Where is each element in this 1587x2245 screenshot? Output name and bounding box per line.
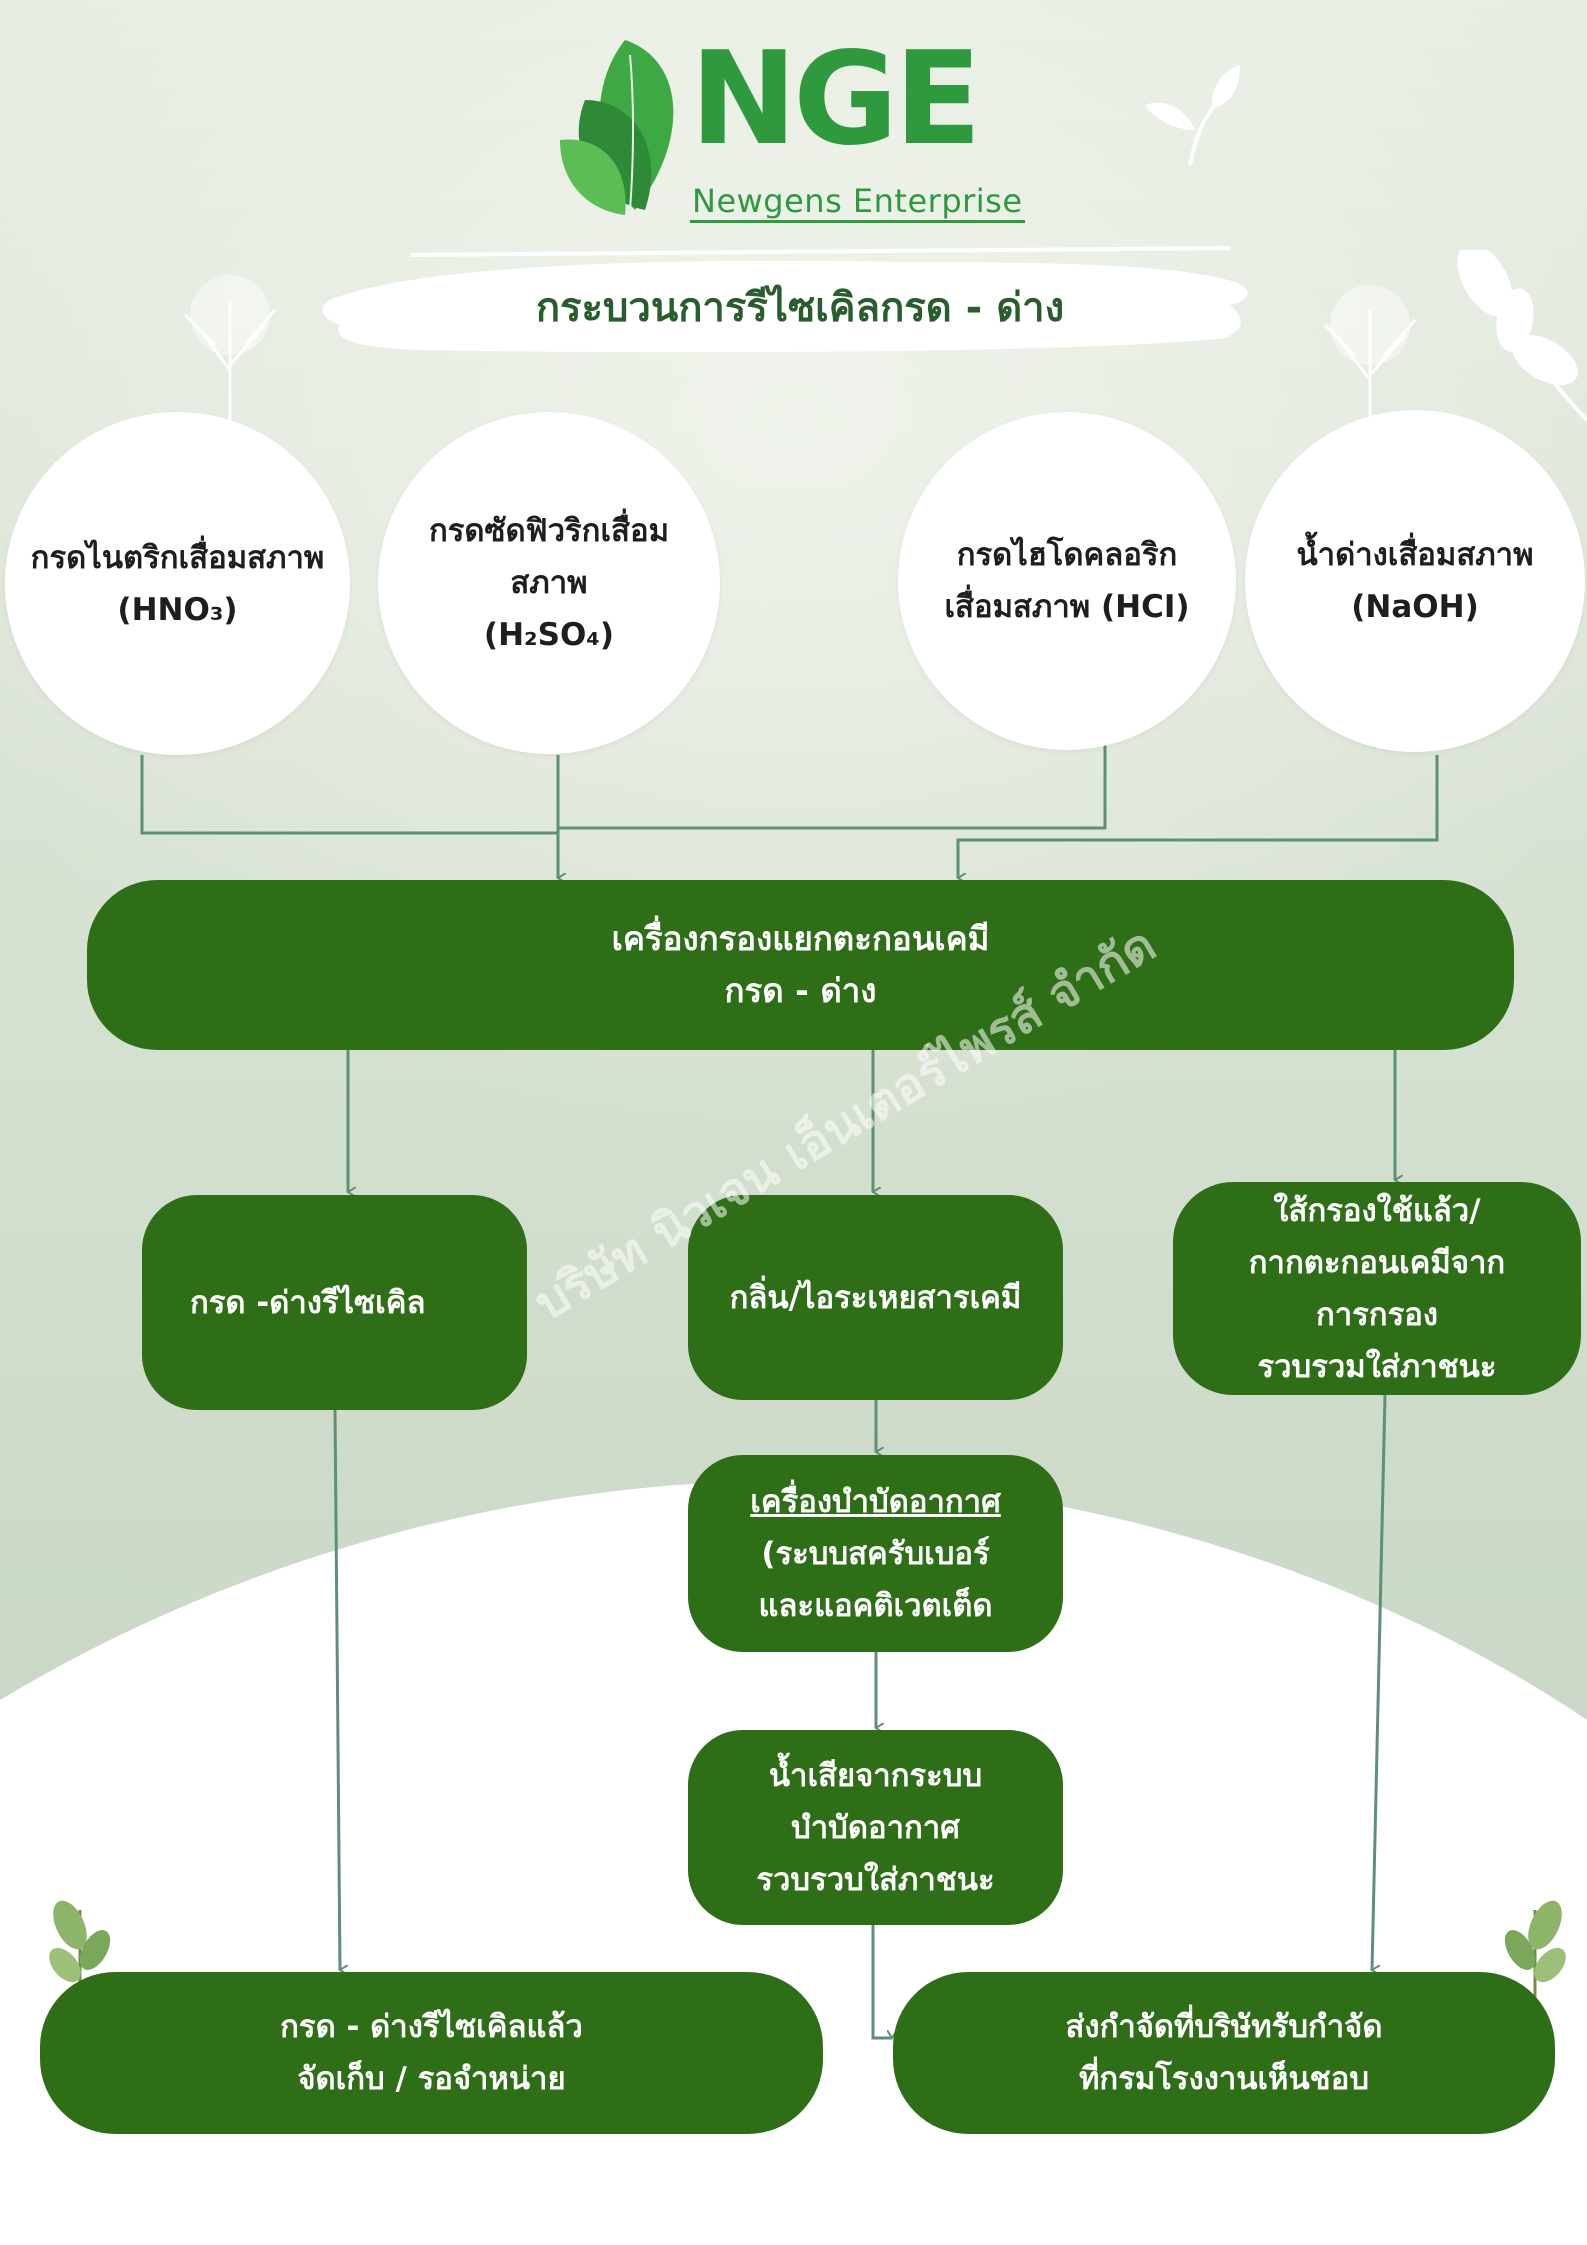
input-circle-hno3: กรดไนตริกเสื่อมสภาพ (HNO₃) (5, 412, 350, 755)
leaf-branch-icon (1504, 1900, 1566, 2000)
final-storage-box: กรด - ด่างรีไซเคิลแล้ว จัดเก็บ / รอจำหน่… (40, 1972, 823, 2134)
input-circle-hcl: กรดไฮโดคลอริก เสื่อมสภาพ (HCI) (898, 412, 1236, 750)
air-treatment-box: เครื่องบำบัดอากาศ (ระบบสครับเบอร์ และแอค… (688, 1455, 1063, 1652)
air-treatment-title: เครื่องบำบัดอากาศ (750, 1483, 1001, 1520)
leaf-branch-icon (1457, 250, 1587, 422)
final-disposal-box: ส่งกำจัดที่บริษัทรับกำจัด ที่กรมโรงงานเห… (893, 1972, 1555, 2134)
input-label-hno3: กรดไนตริกเสื่อมสภาพ (HNO₃) (30, 539, 325, 628)
input-circle-h2so4: กรดซัดฟิวริกเสื่อม สภาพ (H₂SO₄) (378, 412, 720, 754)
tree-icon (1323, 285, 1417, 430)
logo-wordmark: NGE (690, 25, 982, 174)
sludge-box: ใส้กรองใช้แล้ว/ กากตะกอนเคมีจาก การกรอง … (1173, 1182, 1581, 1395)
sprout-icon (1145, 65, 1240, 166)
input-label-naoh: น้ำด่างเสื่อมสภาพ (NaOH) (1296, 537, 1534, 625)
air-treatment-detail: (ระบบสครับเบอร์ และแอคติเวตเต็ด (758, 1535, 993, 1624)
wastewater-box: น้ำเสียจากระบบ บำบัดอากาศ รวบรวบใส่ภาชนะ (688, 1730, 1063, 1925)
leaf-branch-icon (49, 1900, 111, 2000)
recycled-acid-box: กรด -ด่างรีไซเคิล (142, 1195, 527, 1410)
vapor-box: กลิ่น/ไอระเหยสารเคมี (688, 1195, 1063, 1400)
input-circle-naoh: น้ำด่างเสื่อมสภาพ (NaOH) (1245, 410, 1585, 752)
logo-subtitle: Newgens Enterprise (692, 182, 1023, 220)
tree-icon (183, 275, 277, 420)
page-title: กระบวนการรีไซเคิลกรด - ด่าง (535, 285, 1065, 331)
input-label-hcl: กรดไฮโดคลอริก เสื่อมสภาพ (HCI) (944, 537, 1190, 625)
leaf-logo-icon (560, 40, 674, 215)
input-label-h2so4: กรดซัดฟิวริกเสื่อม สภาพ (H₂SO₄) (428, 513, 670, 653)
filter-unit-box: เครื่องกรองแยกตะกอนเคมี กรด - ด่าง (87, 880, 1514, 1050)
logo-underline (690, 220, 1025, 223)
